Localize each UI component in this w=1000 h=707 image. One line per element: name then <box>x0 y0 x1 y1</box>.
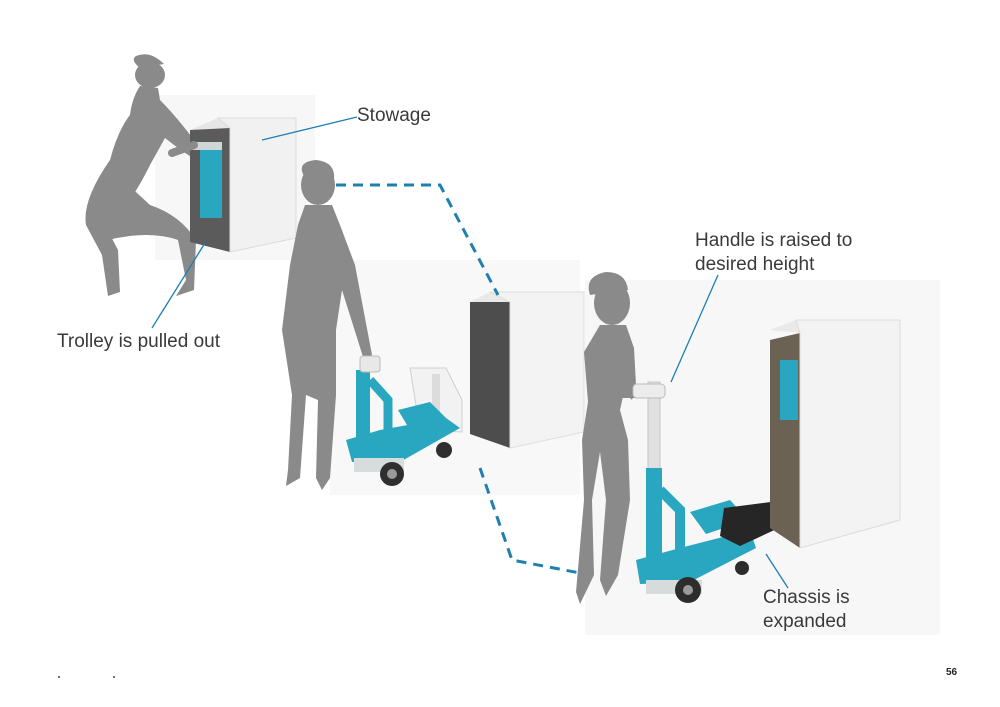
callout-chassis-line2: expanded <box>763 611 847 632</box>
callout-chassis-expanded: Chassis is expanded <box>763 586 850 634</box>
callout-stowage: Stowage <box>357 105 431 126</box>
leader-trolley <box>151 242 206 329</box>
callout-handle-raised: Handle is raised to desired height <box>695 229 852 277</box>
stowage-cabinet-open-icon <box>770 319 901 549</box>
woman-with-trolley-silhouette-icon <box>576 272 648 604</box>
stowage-cabinet-empty-icon <box>470 291 585 449</box>
woman-crouching-silhouette-icon <box>85 54 200 296</box>
page-number: 56 <box>946 667 958 678</box>
dashed-path-2 <box>478 467 581 575</box>
footer-dot <box>58 676 60 678</box>
callout-chassis-line1: Chassis is <box>763 587 850 608</box>
leader-stowage <box>261 116 358 141</box>
callout-handle-line2: desired height <box>695 254 815 275</box>
callout-handle-line1: Handle is raised to <box>695 230 853 251</box>
footer-dot <box>113 676 115 678</box>
stowage-cabinet-icon <box>190 117 297 253</box>
leader-chassis <box>765 553 789 589</box>
dashed-path-1 <box>336 183 500 296</box>
trolley-expanded-icon <box>632 381 796 603</box>
trolley-scene2-icon <box>346 355 463 486</box>
woman-standing-silhouette-icon <box>282 160 372 490</box>
leader-handle <box>670 274 719 383</box>
callout-trolley-pulled-out: Trolley is pulled out <box>57 331 220 352</box>
trolley-in-cabinet <box>200 148 222 218</box>
